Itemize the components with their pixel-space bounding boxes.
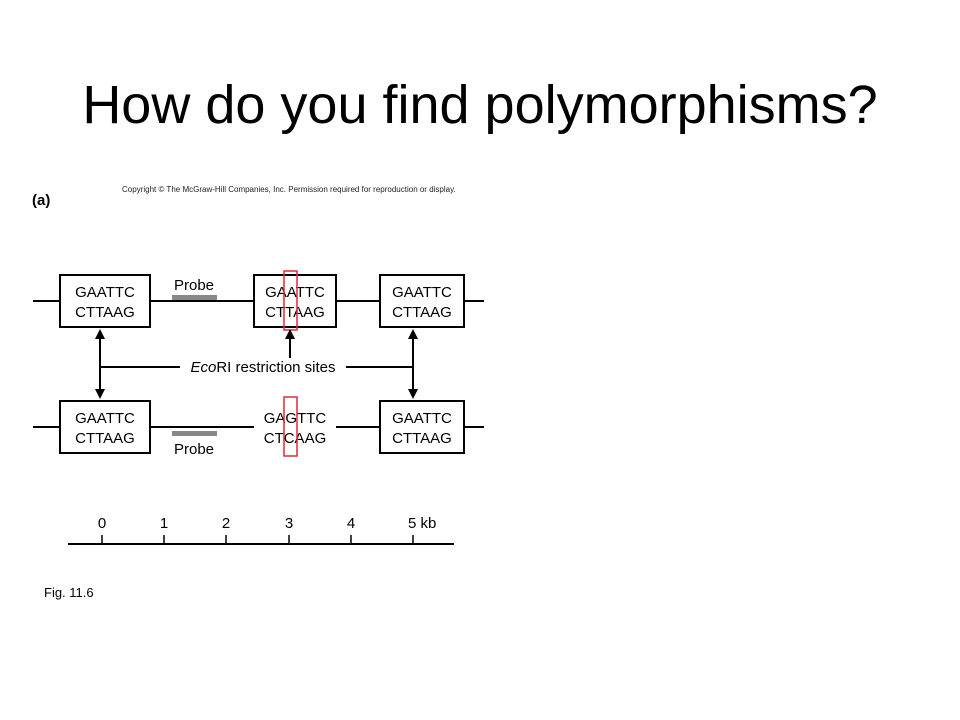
kb-scale-bar: 0 1 2 3 4 5 kb — [68, 515, 454, 545]
top-site1-seq-lower: CTTAAG — [75, 304, 135, 321]
top-site2-box — [253, 274, 337, 328]
top-site3-seq-lower: CTTAAG — [392, 304, 452, 321]
top-dna-strand: GAATTC CTTAAG Probe GAATTC CTTAAG GAATTC… — [33, 270, 484, 331]
scale-tick-label: 1 — [160, 515, 168, 532]
top-site1-seq-upper: GAATTC — [75, 284, 135, 301]
top-site3-seq-upper: GAATTC — [392, 284, 452, 301]
scale-tick-label: 0 — [98, 515, 106, 532]
bottom-site3-seq-upper: GAATTC — [392, 410, 452, 427]
restriction-sites-label: EcoRI restriction sites — [190, 359, 335, 376]
restriction-label-rest: RI restriction sites — [216, 359, 335, 376]
copyright-notice: Copyright © The McGraw-Hill Companies, I… — [122, 185, 456, 194]
bottom-site3-box — [379, 400, 465, 454]
bottom-polymorphism-highlight — [283, 396, 298, 457]
bottom-probe-bar — [172, 431, 217, 436]
top-probe-bar — [172, 295, 217, 300]
bottom-dna-strand: GAATTC CTTAAG Probe GAGTTC CTCAAG GAATTC… — [33, 396, 484, 458]
restriction-label-italic: Eco — [190, 359, 216, 376]
top-probe-label: Probe — [174, 277, 214, 294]
bottom-site1-box — [59, 400, 151, 454]
bottom-site1-seq-upper: GAATTC — [75, 410, 135, 427]
bottom-probe-label: Probe — [174, 441, 214, 458]
restriction-sites-callout: EcoRI restriction sites — [95, 329, 418, 399]
scale-tick-label: 4 — [347, 515, 355, 532]
top-site3-box — [379, 274, 465, 328]
top-site2-seq-upper: GAATTC — [265, 284, 325, 301]
bottom-variant-bg — [254, 405, 336, 449]
top-site2-seq-lower: CTTAAG — [265, 304, 325, 321]
bottom-site1-seq-lower: CTTAAG — [75, 430, 135, 447]
scale-tick-label: 2 — [222, 515, 230, 532]
scale-tick-label: 3 — [285, 515, 293, 532]
slide-title: How do you find polymorphisms? — [82, 75, 878, 135]
bottom-variant-seq-lower: CTCAAG — [264, 430, 327, 447]
bottom-site3-seq-lower: CTTAAG — [392, 430, 452, 447]
top-site1-box — [59, 274, 151, 328]
figure-caption: Fig. 11.6 — [44, 585, 94, 600]
scale-tick-label: 5 kb — [408, 515, 436, 532]
bottom-variant-seq-upper: GAGTTC — [264, 410, 327, 427]
panel-label: (a) — [32, 192, 51, 209]
